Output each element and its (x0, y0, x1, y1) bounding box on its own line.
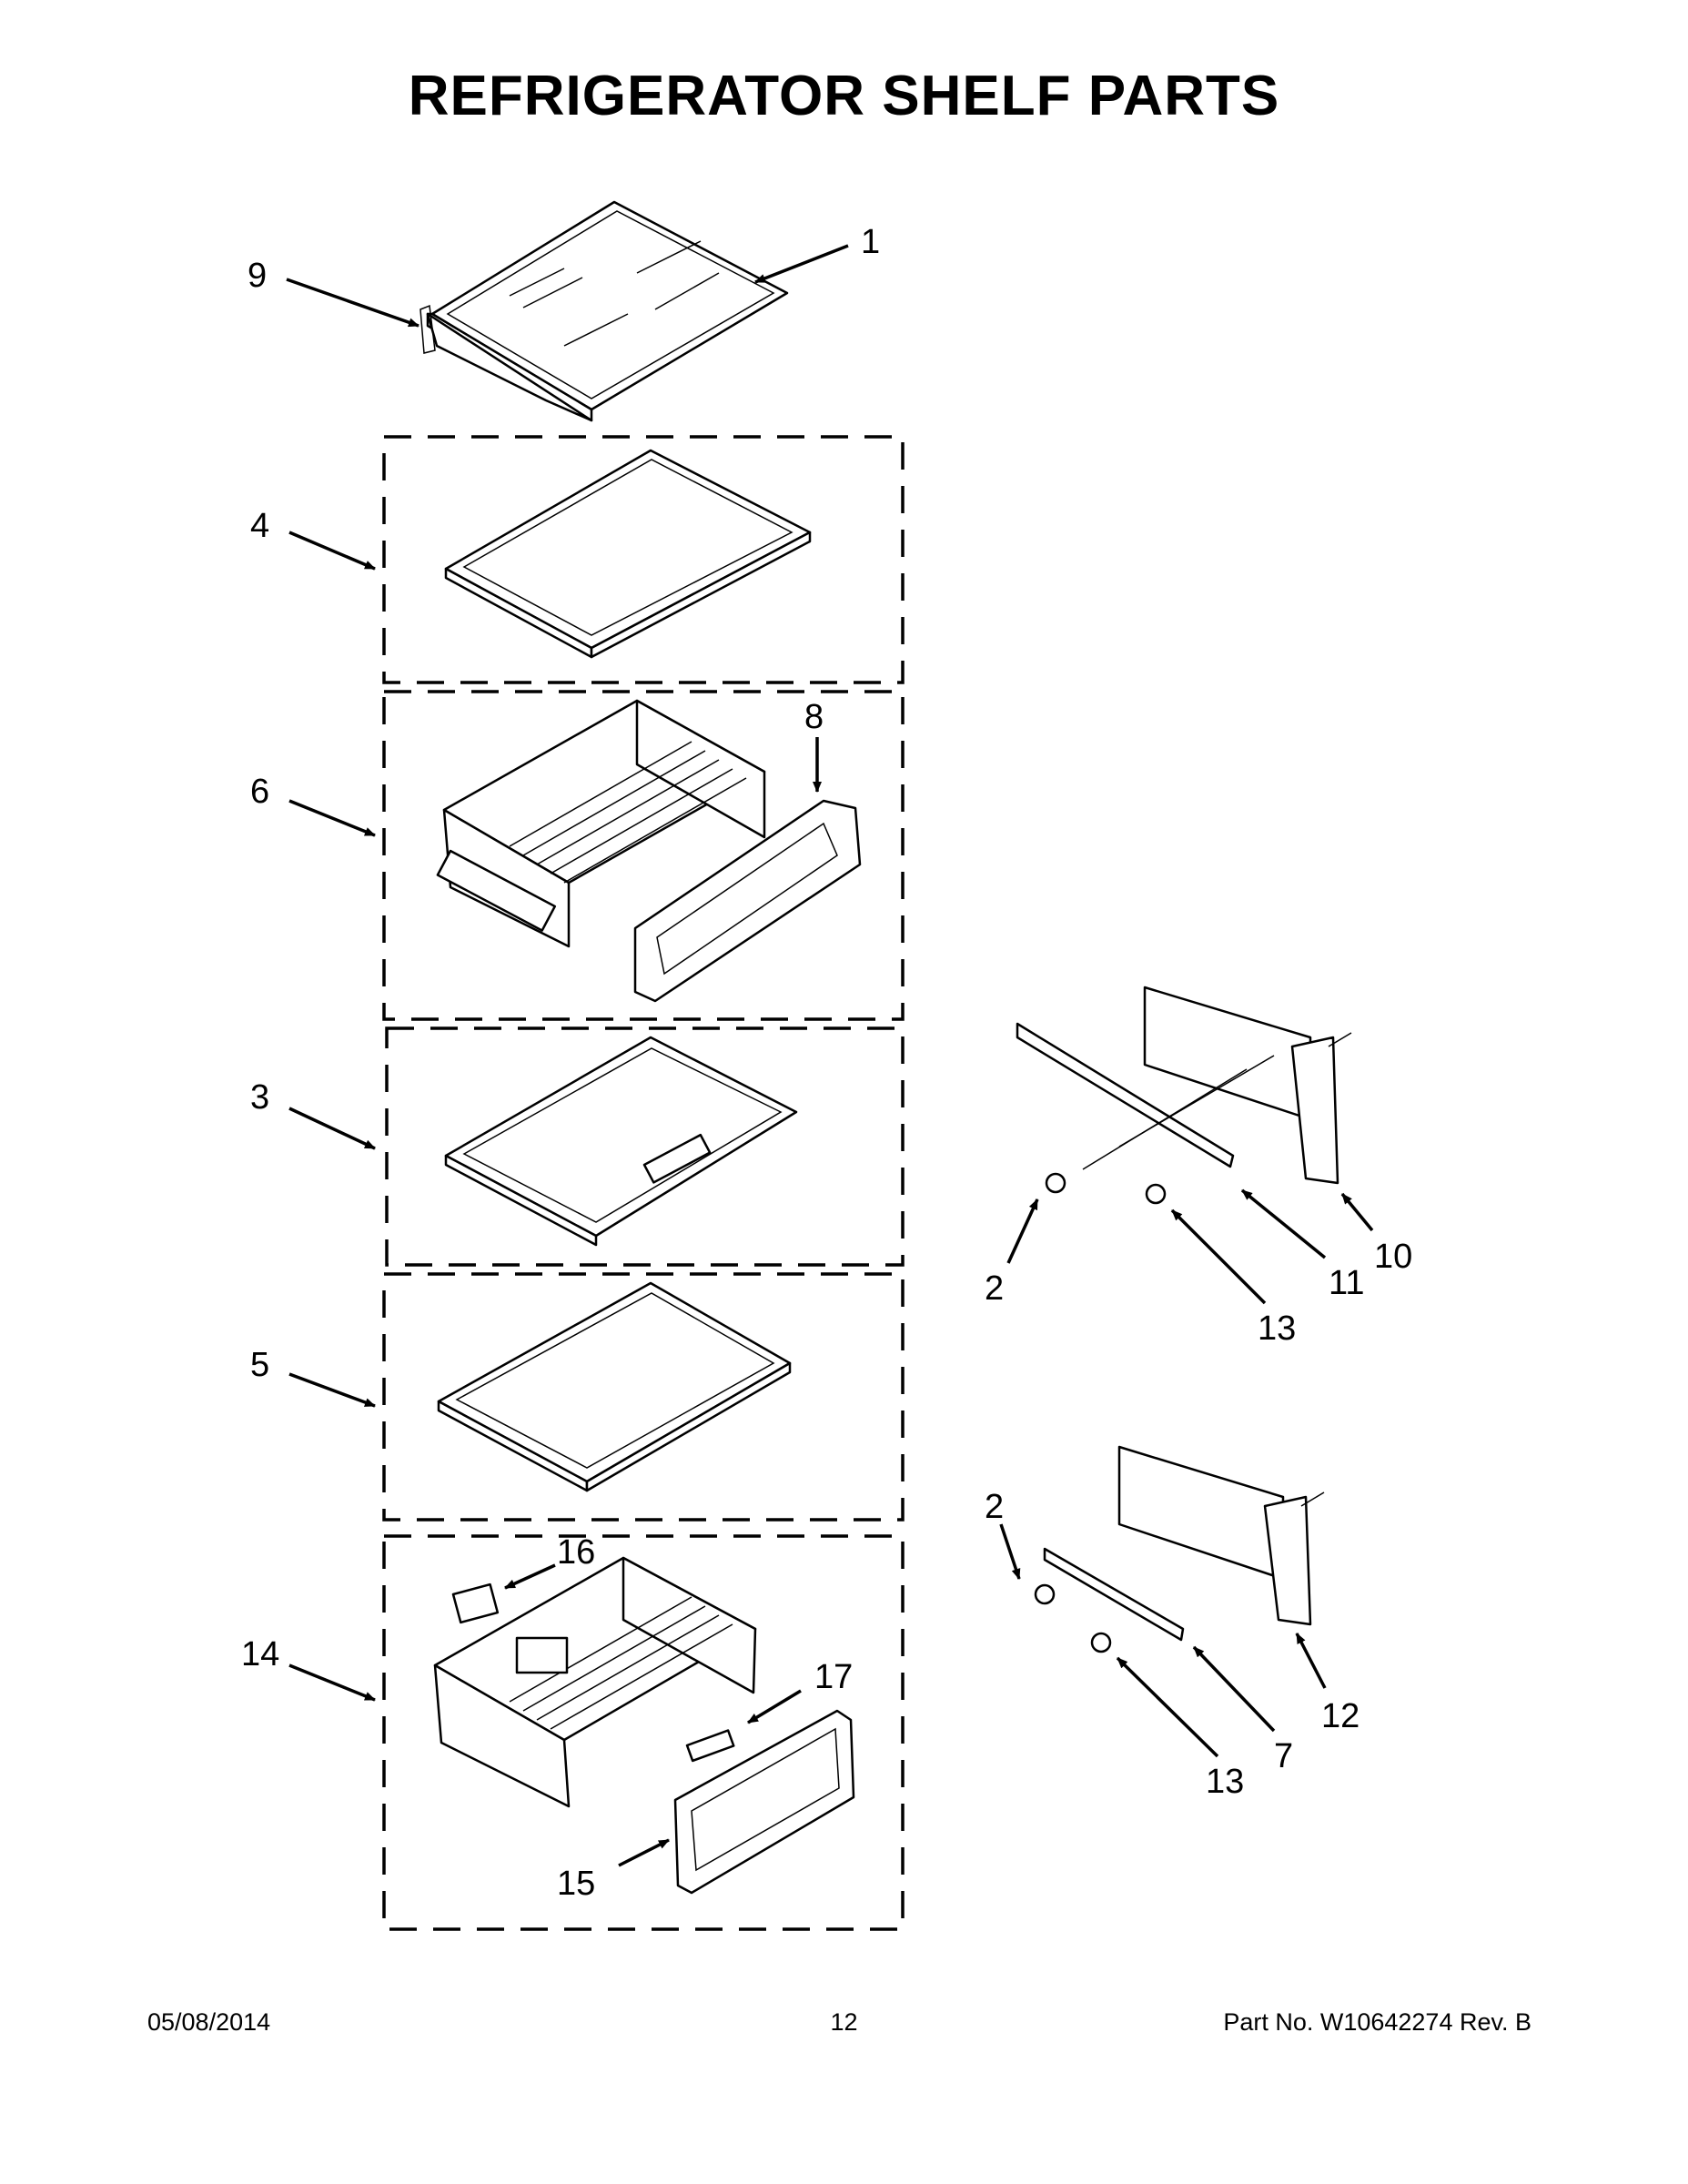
callout-8: 8 (804, 698, 824, 736)
shelf-rail-assembly-upper (1016, 986, 1352, 1205)
callout-4: 4 (250, 507, 269, 545)
callout-2-upper: 2 (985, 1269, 1004, 1308)
callout-16: 16 (557, 1533, 595, 1572)
filter-part-16 (451, 1582, 500, 1624)
group-box-14 (382, 1534, 905, 1931)
leader-arrows (286, 244, 1374, 1867)
footer-page-number: 12 (830, 2008, 858, 2036)
crisper-cover-part-3 (444, 1036, 798, 1247)
shelf-frame-part-9 (419, 304, 436, 354)
callout-15: 15 (557, 1865, 595, 1903)
callout-6: 6 (250, 773, 269, 811)
drawer-part-14 (433, 1556, 757, 1808)
shelf-rail-assembly-lower (1034, 1445, 1325, 1653)
callout-11: 11 (1329, 1264, 1364, 1302)
page-title: REFRIGERATOR SHELF PARTS (408, 65, 1280, 127)
group-box-6 (382, 690, 905, 1021)
glass-shelf-part-1 (426, 200, 789, 422)
callout-14: 14 (241, 1635, 279, 1673)
badge-part-17 (685, 1729, 735, 1763)
crisper-drawer-part-6 (436, 699, 766, 948)
footer-date: 05/08/2014 (147, 2008, 271, 2036)
callout-17: 17 (814, 1658, 853, 1696)
callout-13-upper: 13 (1258, 1309, 1296, 1348)
glass-shelf-part-4 (444, 449, 812, 659)
callout-7: 7 (1274, 1737, 1293, 1775)
callout-10: 10 (1374, 1238, 1412, 1276)
callout-2-lower: 2 (985, 1488, 1004, 1526)
group-box-4 (382, 435, 905, 684)
callout-1: 1 (861, 223, 880, 261)
group-box-3 (385, 1026, 905, 1267)
callout-3: 3 (250, 1078, 269, 1117)
drawer-front-part-15 (673, 1709, 855, 1895)
callout-13-lower: 13 (1206, 1763, 1244, 1801)
crisper-drawer-front-part-8 (633, 799, 862, 1003)
glass-shelf-part-5 (437, 1281, 792, 1492)
callout-9: 9 (248, 257, 267, 295)
group-box-5 (382, 1272, 905, 1522)
footer-part-number: Part No. W10642274 Rev. B (1223, 2008, 1531, 2036)
callout-5: 5 (250, 1346, 269, 1384)
callout-12: 12 (1321, 1697, 1359, 1735)
